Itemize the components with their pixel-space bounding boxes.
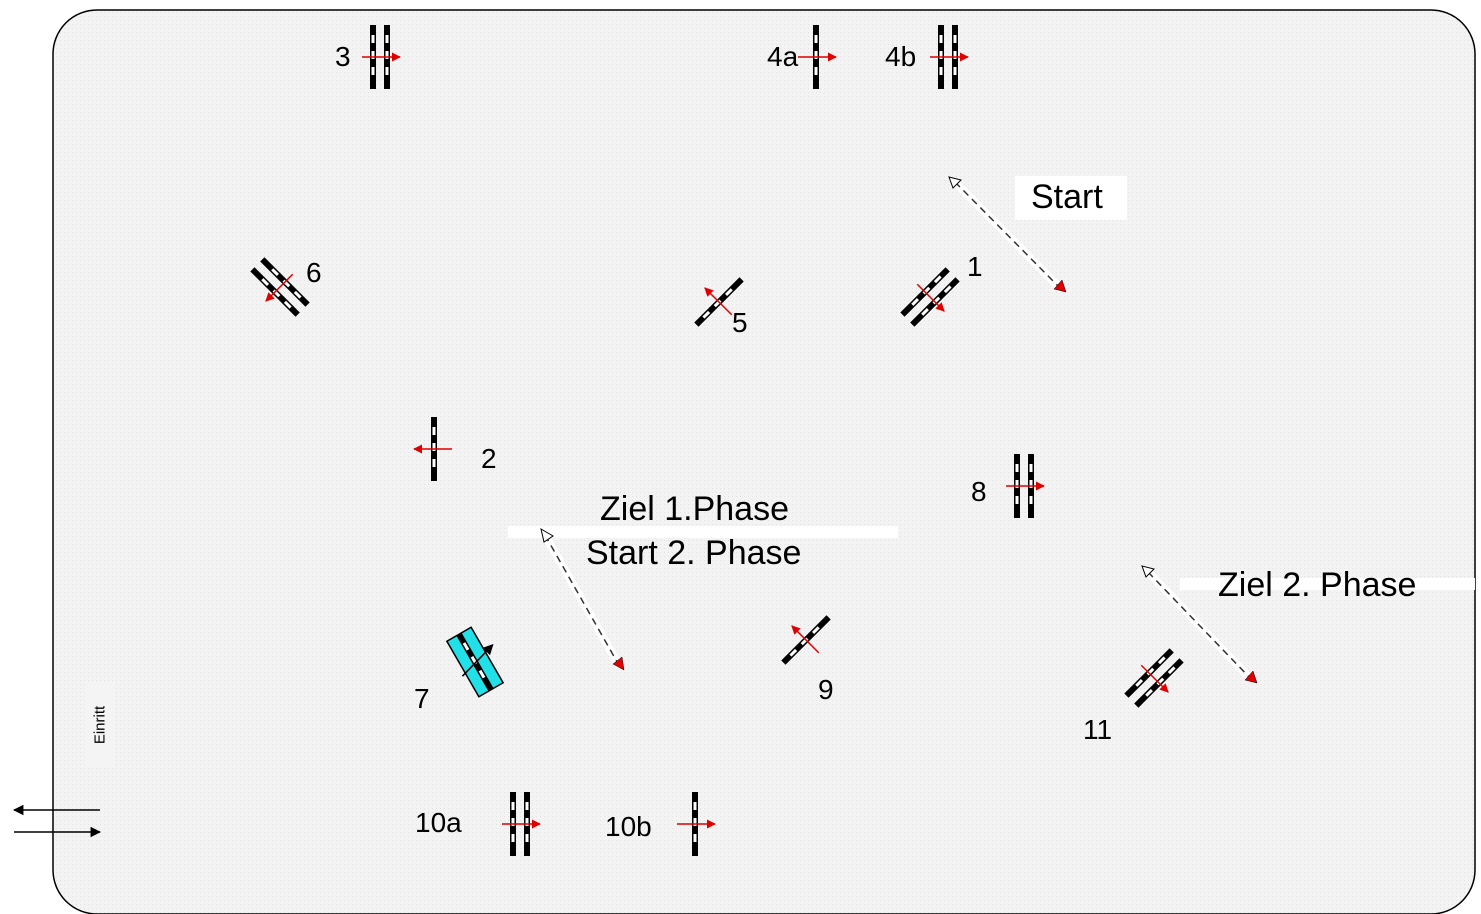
- entrance-label: Einritt: [85, 682, 115, 768]
- obstacle-4b: [930, 25, 969, 89]
- start-line: [948, 176, 1067, 293]
- obstacle-8: [1006, 454, 1045, 518]
- obstacle-10a: [502, 792, 541, 856]
- obstacle-2: [413, 417, 452, 481]
- obstacle-number: 6: [306, 257, 322, 288]
- obstacle-number: 9: [818, 674, 834, 705]
- entrance-text: Einritt: [91, 705, 109, 745]
- obstacle-number: 3: [335, 41, 351, 72]
- obstacle-number: 11: [1083, 714, 1113, 745]
- start-label-box: [1015, 176, 1127, 220]
- obstacle-9: [781, 615, 831, 665]
- obstacle-number: 5: [732, 307, 748, 338]
- obstacle-number: 10a: [415, 807, 462, 838]
- obstacle-3: [362, 25, 401, 89]
- obstacle-1: [900, 267, 960, 327]
- obstacle-number: 10b: [605, 811, 652, 842]
- obstacle-6: [250, 257, 310, 317]
- obstacle-7: [445, 626, 505, 698]
- obstacle-number: 7: [414, 683, 430, 714]
- start-label: Start: [1031, 178, 1103, 216]
- obstacle-11: [1124, 648, 1184, 708]
- obstacle-number: 2: [481, 443, 497, 474]
- phase-2-finish-label: Ziel 2. Phase: [1218, 566, 1417, 604]
- obstacle-10b: [677, 792, 716, 856]
- arena-floor: [52, 9, 1476, 914]
- phase-1-finish-line: [508, 526, 898, 671]
- obstacle-4a: [798, 25, 837, 89]
- obstacle-number: 1: [967, 251, 983, 282]
- entrance-arrows: [12, 804, 102, 838]
- obstacle-number: 4b: [885, 41, 917, 72]
- phase-2-finish-line: [1141, 565, 1475, 684]
- phase-2-start-label: Start 2. Phase: [586, 534, 802, 572]
- phase-1-finish-label: Ziel 1.Phase: [600, 490, 789, 528]
- obstacle-5: [694, 277, 744, 327]
- obstacle-number: 4a: [767, 41, 799, 72]
- obstacle-number: 8: [971, 476, 987, 507]
